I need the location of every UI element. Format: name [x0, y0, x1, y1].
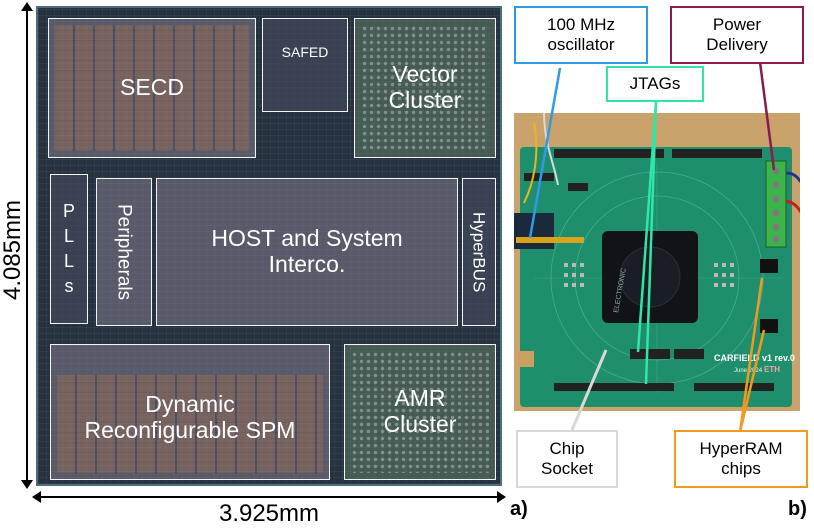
panel-label-a: a) [510, 498, 528, 520]
leader-jtag-1 [636, 101, 658, 353]
arrow-up-icon [21, 2, 33, 11]
block-plls-label: P L L s [62, 200, 75, 297]
width-dimension-label: 3.925mm [218, 500, 320, 527]
block-plls: P L L s [50, 174, 88, 324]
board-title-text: CARFIELD v1 rev.0 [714, 353, 795, 363]
amr-texture [351, 351, 489, 473]
block-safed-label: SAFED [281, 44, 329, 61]
secd-texture [55, 25, 249, 151]
height-dimension-line [26, 8, 28, 484]
leader-jtag-2 [644, 101, 658, 385]
block-vector-cluster-label: Vector Cluster [388, 61, 462, 113]
block-dynamic-spm-label: Dynamic Reconfigurable SPM [84, 391, 296, 443]
block-peripherals: Peripherals [96, 178, 152, 326]
chip-die: SECD SAFED Vector Cluster P L L s Periph… [36, 6, 502, 486]
component-grid-right [714, 263, 734, 287]
board-photo: ELECTRONIC CARFIELD v1 rev.0 June 2024 E… [514, 113, 800, 411]
component-grid-left [564, 263, 584, 287]
callout-jtags: JTAGs [606, 66, 704, 102]
leader-power [758, 61, 776, 171]
width-dimension-line [38, 496, 500, 498]
hyperram-chip-1 [760, 259, 778, 273]
leader-oscillator [528, 67, 562, 239]
block-vector-cluster: Vector Cluster [354, 18, 496, 158]
block-amr-cluster: AMR Cluster [344, 344, 496, 480]
block-dynamic-spm: Dynamic Reconfigurable SPM [50, 344, 330, 480]
block-peripherals-label: Peripherals [113, 203, 135, 301]
wire-red [785, 199, 800, 214]
block-host-label: HOST and System Interco. [211, 225, 403, 277]
oscillator-cable [516, 237, 584, 243]
arrow-left-icon [32, 491, 41, 503]
block-hyperbus: HyperBUS [462, 178, 496, 326]
power-terminal-block [765, 160, 787, 248]
block-secd: SECD [48, 18, 256, 158]
bottom-left-connector [518, 351, 534, 367]
arrow-down-icon [21, 480, 33, 489]
block-host: HOST and System Interco. [156, 178, 458, 326]
leader-chip-socket [570, 349, 608, 431]
board-illustration: ELECTRONIC CARFIELD v1 rev.0 June 2024 E… [514, 113, 800, 407]
wire-white [543, 113, 559, 186]
block-secd-label: SECD [120, 74, 184, 101]
block-hyperbus-label: HyperBUS [469, 211, 489, 293]
leader-hyperram-2 [738, 329, 766, 433]
vector-texture [361, 25, 489, 151]
spm-texture [57, 375, 323, 473]
wire-yellow [523, 122, 538, 204]
arrow-right-icon [497, 491, 506, 503]
block-amr-cluster-label: AMR Cluster [383, 385, 457, 437]
bottom-headers [554, 349, 774, 391]
panel-label-b: b) [788, 498, 807, 520]
terminal-screws [772, 167, 780, 243]
wire-blue [785, 171, 800, 184]
hyperram-chip-2 [760, 319, 778, 333]
block-safed: SAFED [262, 18, 348, 112]
top-headers [524, 149, 762, 191]
board-logo-text: ETH [764, 365, 780, 374]
leader-hyperram-1 [738, 277, 764, 433]
